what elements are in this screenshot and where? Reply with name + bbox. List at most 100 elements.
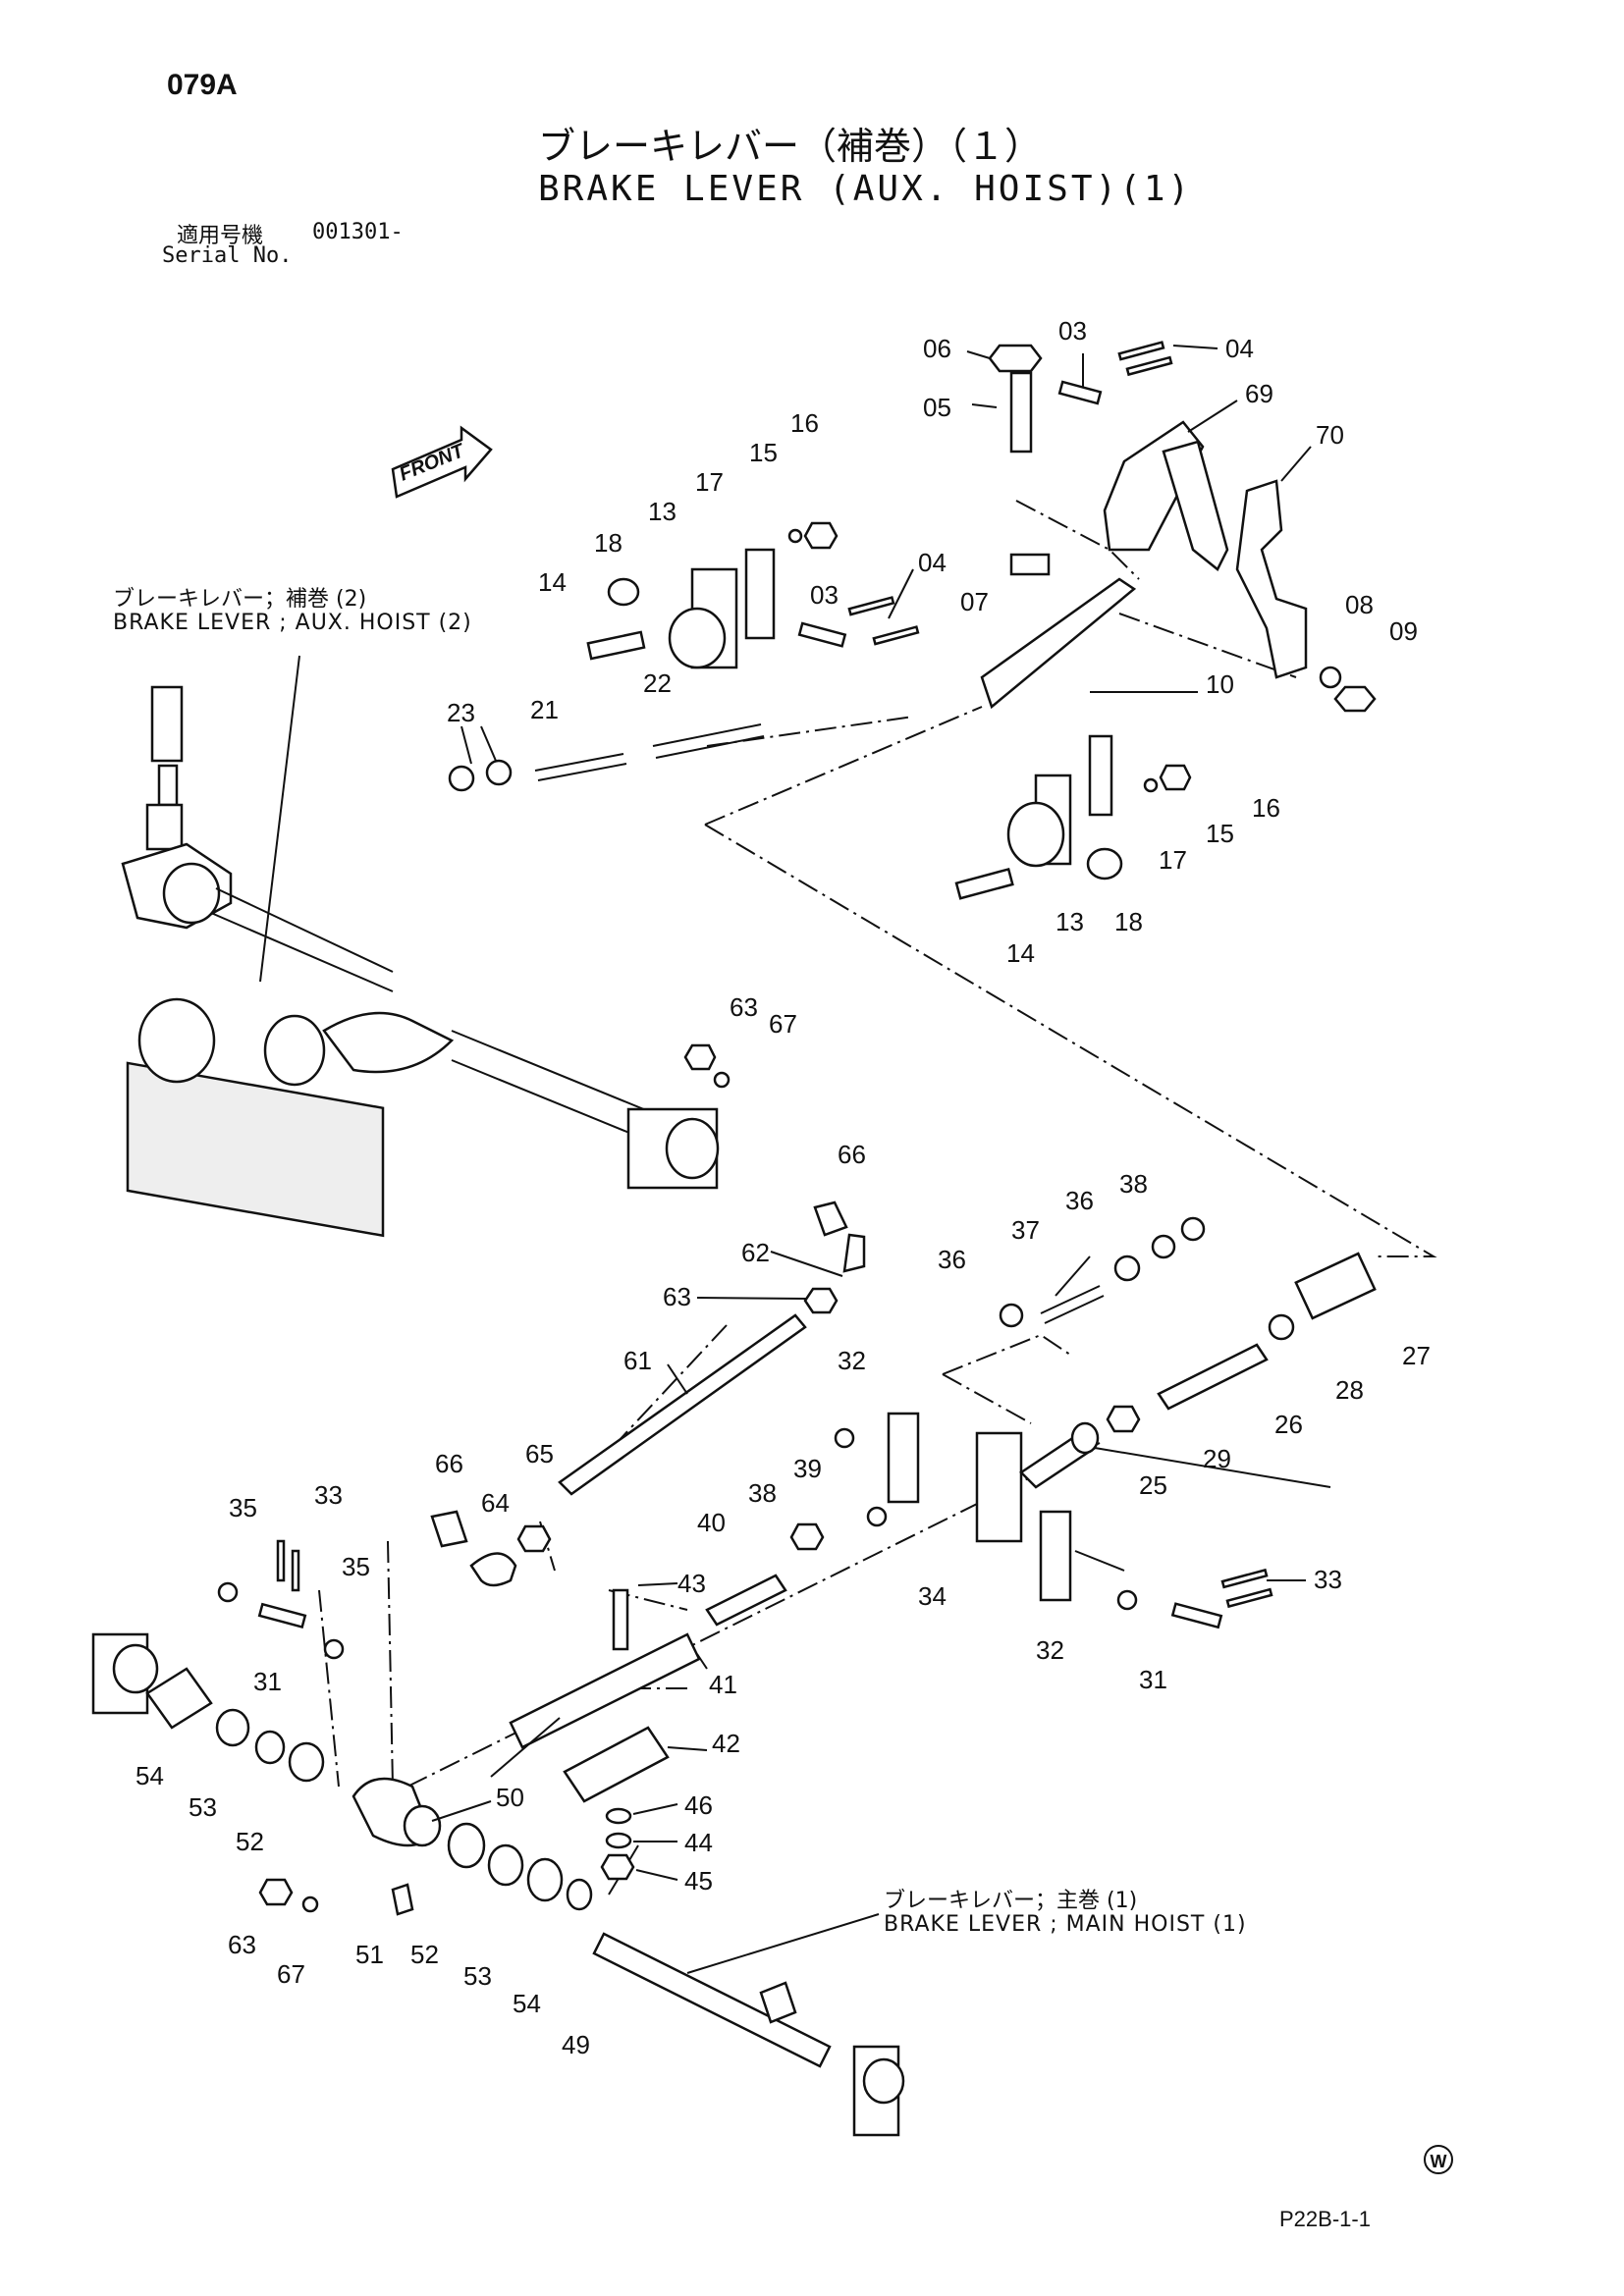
callout-49: 49 bbox=[562, 2030, 590, 2059]
callout-08: 08 bbox=[1345, 590, 1374, 619]
base-plate bbox=[126, 1061, 385, 1238]
callout-26: 26 bbox=[1274, 1410, 1303, 1439]
turnbuckle-26 bbox=[1157, 1343, 1269, 1411]
footer-mark: W bbox=[1424, 2145, 1453, 2174]
callout-03-mid: 03 bbox=[810, 580, 839, 610]
callout-17-lower: 17 bbox=[1159, 845, 1187, 875]
callout-69: 69 bbox=[1245, 379, 1273, 408]
callout-45: 45 bbox=[684, 1866, 713, 1896]
callout-17: 17 bbox=[695, 467, 724, 497]
nut-29 bbox=[1106, 1405, 1141, 1433]
nut-09 bbox=[1333, 685, 1377, 713]
callout-38-lower: 38 bbox=[748, 1478, 777, 1508]
leader-main-hoist-1 bbox=[686, 1913, 880, 1974]
washer-67-upper bbox=[713, 1071, 731, 1089]
assembly-lines bbox=[318, 500, 1437, 1896]
link-41 bbox=[509, 1632, 701, 1749]
callout-28: 28 bbox=[1335, 1375, 1364, 1405]
washer-39 bbox=[866, 1506, 888, 1527]
washer-15-lower bbox=[1143, 777, 1159, 793]
block-left bbox=[145, 1667, 213, 1730]
callout-35-right: 35 bbox=[342, 1552, 370, 1581]
bolt-07 bbox=[1009, 553, 1051, 576]
cross-shaft-upper bbox=[451, 1030, 669, 1120]
bearing-part bbox=[162, 862, 221, 925]
leader-42 bbox=[667, 1746, 708, 1751]
pedal-assembly bbox=[980, 341, 1377, 713]
note-main-hoist-1-en: BRAKE LEVER ; MAIN HOIST (1) bbox=[884, 1912, 1247, 1937]
callout-07: 07 bbox=[960, 587, 989, 616]
leader-45 bbox=[635, 1869, 678, 1881]
callout-63-mid: 63 bbox=[663, 1282, 691, 1311]
seat-36-right bbox=[1113, 1255, 1141, 1282]
shaft-25-end bbox=[1070, 1421, 1100, 1455]
cotter-pin-04a bbox=[1117, 341, 1165, 361]
note-aux-hoist-2-en: BRAKE LEVER ; AUX. HOIST (2) bbox=[113, 611, 472, 635]
callout-37: 37 bbox=[1011, 1215, 1040, 1245]
callout-50: 50 bbox=[496, 1783, 524, 1812]
callout-42: 42 bbox=[712, 1729, 740, 1758]
callout-31-left: 31 bbox=[253, 1667, 282, 1696]
note-main-hoist-1-jp: ブレーキレバー；主巻 (1) bbox=[884, 1889, 1138, 1913]
callout-27: 27 bbox=[1402, 1341, 1431, 1370]
nut-45 bbox=[600, 1853, 635, 1881]
pin-31-left bbox=[257, 1602, 307, 1629]
spring-set bbox=[448, 596, 920, 792]
assembly-line-vertical-2 bbox=[318, 1589, 340, 1788]
seat-36-left bbox=[999, 1303, 1024, 1328]
assembly-line-rod bbox=[588, 1324, 728, 1473]
nut-63-upper bbox=[683, 1043, 717, 1071]
pin-31-right bbox=[1170, 1602, 1223, 1629]
leader-25 bbox=[1094, 1447, 1331, 1488]
shaft-upper bbox=[215, 887, 394, 973]
callout-18: 18 bbox=[594, 528, 623, 558]
nut-38b bbox=[1180, 1216, 1206, 1242]
spring-cluster bbox=[322, 1011, 455, 1074]
callout-51: 51 bbox=[355, 1940, 384, 1969]
leader-52-left bbox=[490, 1717, 561, 1778]
leader-04-mid bbox=[888, 568, 914, 619]
shaft-bracket bbox=[759, 1981, 797, 2024]
callout-70: 70 bbox=[1316, 420, 1344, 450]
bracket-66-upper bbox=[813, 1201, 848, 1237]
callout-21: 21 bbox=[530, 695, 559, 724]
bush-52-right bbox=[447, 1822, 486, 1869]
footer-mark-letter: W bbox=[1431, 2152, 1447, 2171]
leader-61 bbox=[667, 1363, 688, 1395]
callout-33-right: 33 bbox=[1314, 1565, 1342, 1594]
callout-52-left: 52 bbox=[236, 1827, 264, 1856]
spring-22 bbox=[652, 723, 765, 759]
footer-reference: P22B-1-1 bbox=[1279, 2207, 1371, 2231]
assembly-line-vertical bbox=[387, 1540, 394, 1788]
pillow-block-bearing bbox=[665, 1117, 720, 1180]
leader-50 bbox=[431, 1800, 492, 1822]
nut-65 bbox=[516, 1524, 552, 1553]
assembly-line-spring-2 bbox=[942, 1333, 1071, 1375]
callout-38-upper: 38 bbox=[1119, 1169, 1148, 1199]
nut-23a bbox=[448, 765, 475, 792]
cotter-pin-04d bbox=[872, 625, 920, 646]
callout-61: 61 bbox=[623, 1346, 652, 1375]
middle-assembly bbox=[430, 1043, 866, 1587]
bolt-14-lower bbox=[954, 867, 1014, 900]
lever-arm bbox=[980, 577, 1137, 710]
pedal-bracket bbox=[1235, 479, 1308, 679]
washer-15-upper bbox=[787, 528, 803, 544]
callout-66-upper: 66 bbox=[838, 1140, 866, 1169]
serial-label-english: Serial No. bbox=[162, 243, 293, 268]
bolt-43 bbox=[612, 1588, 629, 1651]
nut-06 bbox=[988, 344, 1043, 373]
callout-31-right: 31 bbox=[1139, 1665, 1167, 1694]
cotter-pin-33b bbox=[1225, 1587, 1273, 1609]
nut-16-upper bbox=[803, 521, 839, 550]
callout-67-lower: 67 bbox=[277, 1959, 305, 1989]
bolt-05 bbox=[1009, 371, 1033, 454]
callout-40: 40 bbox=[697, 1508, 726, 1537]
pin-03-lower bbox=[797, 621, 847, 648]
bush-52-left bbox=[288, 1741, 325, 1783]
callout-54-right: 54 bbox=[513, 1989, 541, 2018]
callout-15-lower: 15 bbox=[1206, 819, 1234, 848]
washer-35a bbox=[217, 1581, 239, 1603]
